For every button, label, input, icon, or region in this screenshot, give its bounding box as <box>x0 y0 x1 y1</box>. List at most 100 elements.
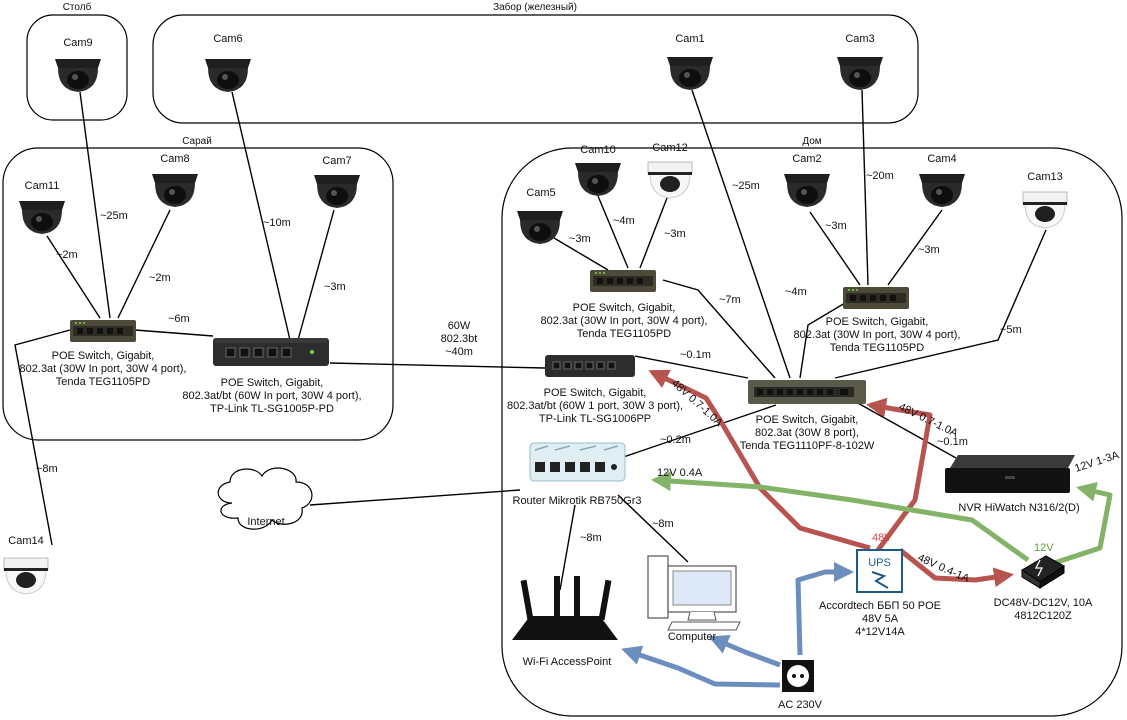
cable-dom-right-link <box>799 299 851 379</box>
power-label-dcdc-out: 12V <box>1034 542 1054 554</box>
caption-line: POE Switch, Gigabit, <box>221 377 324 389</box>
camera-cam6 <box>205 59 251 92</box>
length-cam5: ~3m <box>569 233 591 245</box>
length-cam9: ~25m <box>100 210 128 222</box>
cam14-label: Cam14 <box>8 535 43 547</box>
switch-dom-6port-caption: POE Switch, Gigabit, 802.3at/bt (60W 1 p… <box>507 387 683 425</box>
computer-label: Computer <box>668 631 717 643</box>
switch-saray-small-caption: POE Switch, Gigabit, 802.3at (30W In por… <box>20 350 187 388</box>
ups-device: UPS <box>856 549 903 593</box>
length-cam14: ~8m <box>36 463 58 475</box>
cable-cam4 <box>887 209 943 286</box>
camera-cam8 <box>152 174 198 207</box>
caption-line: 802.3at (30W In port, 30W 4 port), <box>541 315 708 327</box>
switch-dom-6port <box>545 355 635 377</box>
cable-ap-link <box>559 504 576 591</box>
ac-label: AC 230V <box>778 699 823 711</box>
caption-line: Accordtech ББП 50 POE <box>819 600 941 612</box>
power-ac-lines <box>621 562 854 688</box>
switch-saray-small <box>70 320 136 342</box>
cable-cam1 <box>691 89 791 379</box>
cam7-label: Cam7 <box>322 155 351 167</box>
caption-line: 802.3at/bt (60W In port, 30W 4 port), <box>182 390 361 402</box>
length-computer-link: ~8m <box>652 518 674 530</box>
caption-line: 802.3at (30W 8 port), <box>755 427 859 439</box>
cable-cam8 <box>117 209 171 319</box>
nvr-device <box>945 455 1075 493</box>
computer-icon <box>647 555 741 631</box>
length-cam4: ~3m <box>918 244 940 256</box>
power-12v-lines <box>651 471 1113 568</box>
switch-dom-right <box>843 287 909 309</box>
length-uplink-line: ~40m <box>445 346 473 358</box>
cable-cam9 <box>79 91 111 319</box>
switch-main <box>748 380 866 404</box>
nvr-label: NVR HiWatch N316/2(D) <box>958 502 1079 514</box>
dcdc-caption: DC48V-DC12V, 10A 4812C120Z <box>994 597 1093 622</box>
cam10-label: Cam10 <box>580 144 615 156</box>
cam5-label: Cam5 <box>526 187 555 199</box>
cam3-label: Cam3 <box>845 33 874 45</box>
cable-router-link <box>599 404 777 466</box>
cam6-label: Cam6 <box>213 33 242 45</box>
switch-saray-big-caption: POE Switch, Gigabit, 802.3at/bt (60W In … <box>182 377 361 415</box>
ap-label: Wi-Fi AccessPoint <box>523 656 612 668</box>
caption-line: 4*12V14A <box>855 626 905 638</box>
cable-cam2 <box>809 211 861 286</box>
internet-cloud <box>217 467 313 530</box>
power-to-nvr <box>1047 481 1113 568</box>
power-to-router <box>651 471 1030 563</box>
length-ap-link: ~8m <box>580 532 602 544</box>
switch-saray-big <box>213 338 329 366</box>
cable-cam6 <box>231 91 291 341</box>
cam12-label: Cam12 <box>652 142 687 154</box>
cable-computer-link <box>617 494 689 563</box>
switch-main-caption: POE Switch, Gigabit, 802.3at (30W 8 port… <box>740 414 875 452</box>
zone-saray <box>2 147 394 441</box>
wifi-ap-icon <box>512 576 618 640</box>
length-saray-link: ~6m <box>168 313 190 325</box>
length-cam1: ~25m <box>732 180 760 192</box>
length-cam2: ~3m <box>825 220 847 232</box>
caption-line: 48V 5A <box>862 613 899 625</box>
ac-to-ups <box>795 562 854 656</box>
ac-to-ap <box>621 645 781 688</box>
camera-cam7 <box>314 175 360 208</box>
length-cam10: ~4m <box>613 215 635 227</box>
zone-zabor-label: Забор (железный) <box>493 1 577 13</box>
length-cam11: ~2m <box>56 249 78 261</box>
ac-socket-icon <box>782 660 814 692</box>
cable-cam10 <box>597 195 629 269</box>
camera-cam4 <box>919 174 965 207</box>
cable-length-labels: ~25m ~10m ~2m ~2m ~3m ~6m ~8m 60W 802.3b… <box>36 170 1022 544</box>
length-router-link: ~0.2m <box>660 434 691 446</box>
camera-cam11 <box>19 201 65 234</box>
power-label-ups-out: 48V <box>872 532 892 544</box>
length-uplink-line: 802.3bt <box>441 333 478 345</box>
caption-line: DC48V-DC12V, 10A <box>994 597 1093 609</box>
zone-stolb <box>26 14 128 121</box>
cable-internet <box>309 489 521 506</box>
camera-cam14 <box>3 557 49 595</box>
cam13-label: Cam13 <box>1027 171 1062 183</box>
caption-line: TP-Link TL-SG1006PP <box>539 413 651 425</box>
cable-cam5 <box>553 237 609 271</box>
dcdc-converter <box>1021 555 1065 589</box>
switch-dom-left-caption: POE Switch, Gigabit, 802.3at (30W In por… <box>541 302 708 340</box>
caption-line: 802.3at/bt (60W 1 port, 30W 3 port), <box>507 400 683 412</box>
length-nvr-link: ~0.1m <box>937 436 968 448</box>
ups-badge-label: UPS <box>868 557 891 569</box>
caption-line: Tenda TEG1110PF-8-102W <box>740 440 875 452</box>
caption-line: Tenda TEG1105PD <box>577 328 671 340</box>
cable-saray-link <box>134 329 214 337</box>
caption-line: 802.3at (30W In port, 30W 4 port), <box>20 363 187 375</box>
cam1-label: Cam1 <box>675 33 704 45</box>
ac-to-computer <box>708 635 781 668</box>
power-48v-lines <box>648 369 1014 588</box>
cam8-label: Cam8 <box>160 153 189 165</box>
length-cam6: ~10m <box>263 217 291 229</box>
camera-cam3 <box>837 57 883 90</box>
cable-dom-left-link <box>662 279 776 379</box>
